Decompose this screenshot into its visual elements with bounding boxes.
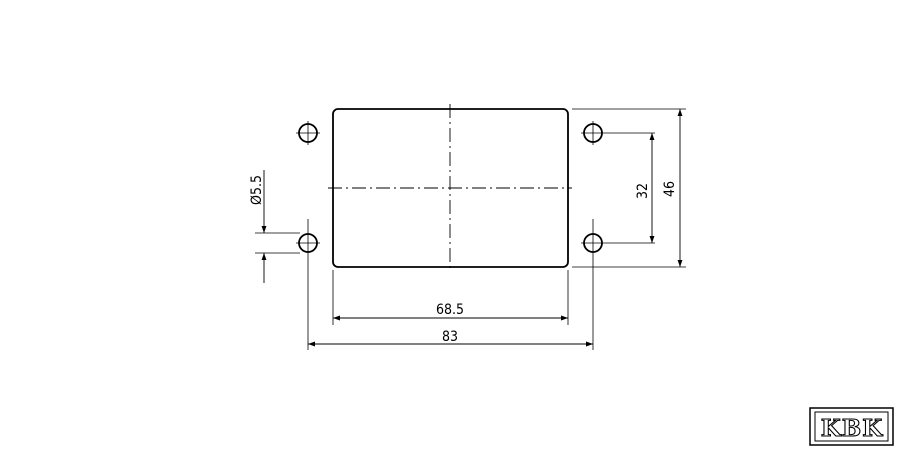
dim-hole-spacing: 32 [635, 183, 651, 199]
mounting-hole-bottom-left [296, 219, 320, 350]
dim-inner-width: 68.5 [436, 302, 464, 318]
mounting-hole-bottom-right [581, 219, 655, 350]
kbk-logo: KBK [809, 407, 894, 446]
dim-outer-width: 83 [442, 329, 458, 345]
mounting-holes [296, 121, 655, 350]
logo-text: KBK [821, 415, 883, 442]
dim-outer-height: 46 [662, 181, 678, 197]
mounting-hole-top-right [581, 121, 655, 145]
mounting-hole-top-left [296, 121, 320, 145]
center-lines [328, 104, 572, 272]
dimension-lines [261, 109, 683, 347]
extension-lines [255, 108, 686, 325]
dim-hole-diameter: Ø5.5 [249, 175, 265, 205]
